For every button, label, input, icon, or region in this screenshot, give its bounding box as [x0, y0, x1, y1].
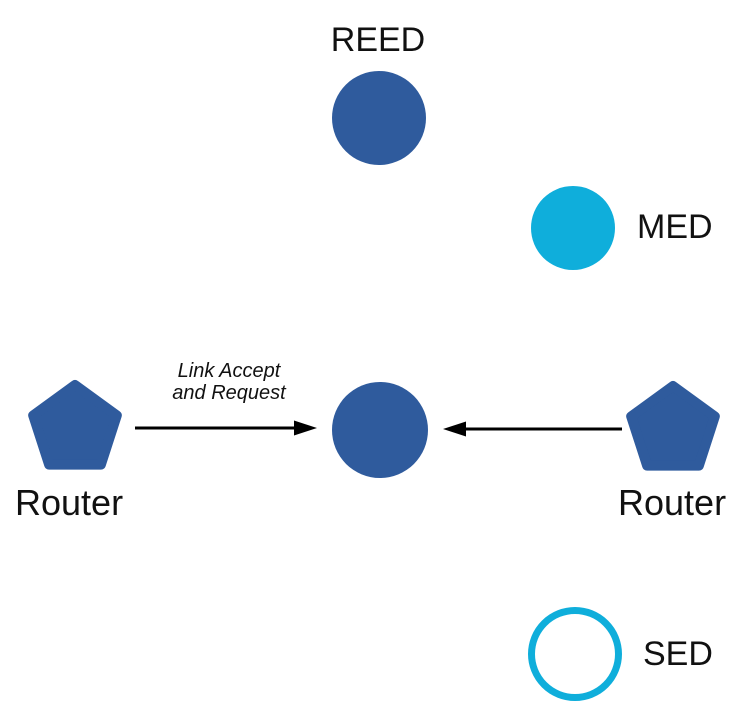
router-left-label: Router [15, 482, 124, 523]
arrow-left-router-to-parent [135, 420, 317, 436]
sed-node-label: SED [643, 635, 713, 673]
arrow-right-router-to-parent [443, 421, 622, 437]
reed-node-label: REED [330, 21, 426, 59]
edge-label-line-2: and Request [172, 382, 286, 404]
link-accept-request-label: Link Accept and Request [148, 360, 310, 404]
edge-label-line-1: Link Accept [177, 360, 281, 382]
router-left-pentagon [28, 380, 122, 470]
med-node-label: MED [637, 208, 713, 246]
parent-node-circle [332, 382, 428, 478]
reed-node-circle [332, 71, 426, 165]
sed-node-ring [528, 607, 622, 701]
router-right-label: Router [618, 482, 727, 523]
router-right-pentagon [626, 381, 720, 471]
med-node-circle [531, 186, 615, 270]
